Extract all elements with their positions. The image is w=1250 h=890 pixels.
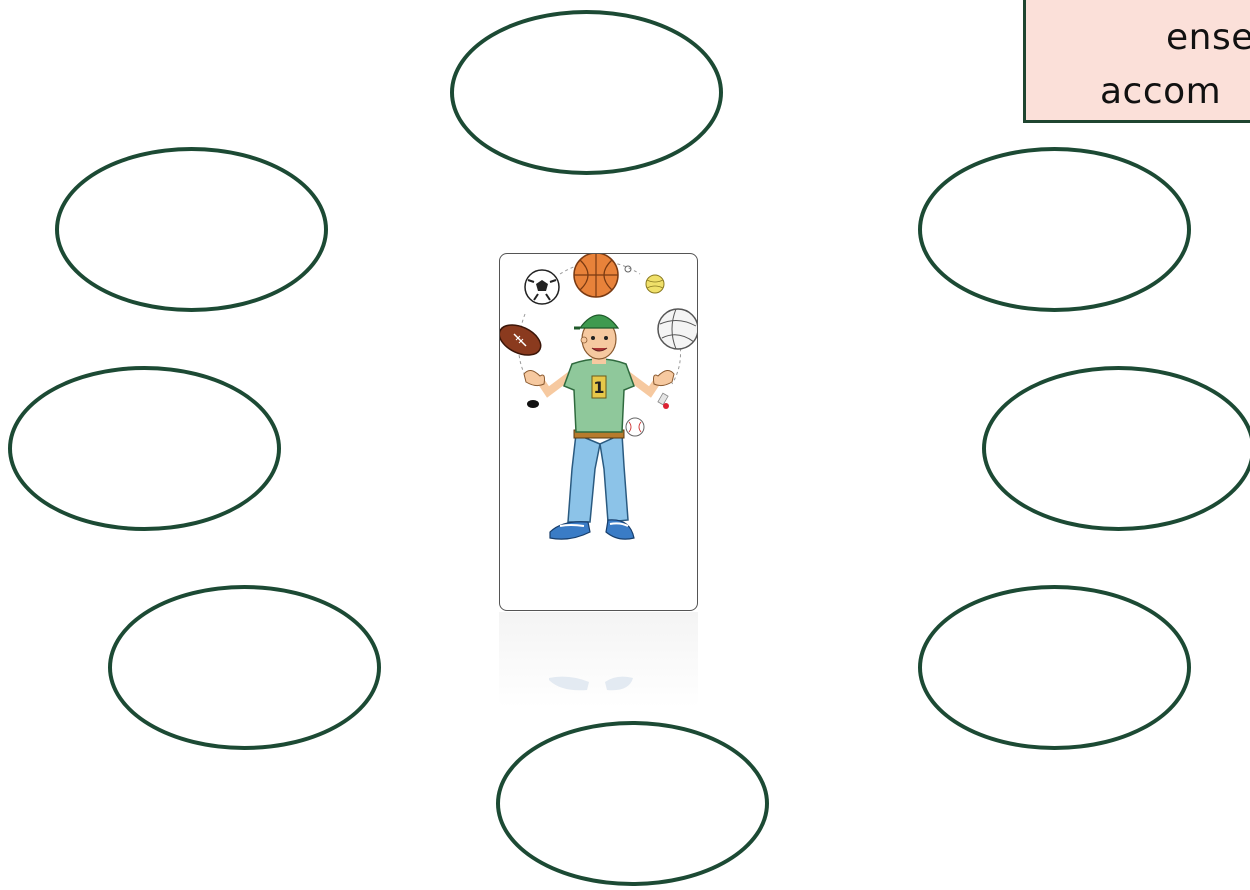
american-football-icon	[500, 319, 545, 361]
oval-upper-left	[55, 147, 328, 312]
note-line-1: ense	[1166, 17, 1250, 58]
basketball-icon	[574, 254, 618, 297]
oval-upper-right	[918, 147, 1191, 312]
illustration-card: 1	[499, 253, 698, 611]
volleyball-icon	[658, 309, 698, 349]
oval-top	[450, 10, 723, 175]
oval-lower-right	[918, 585, 1191, 750]
note-box: ense accom	[1023, 0, 1250, 123]
oval-bottom	[496, 721, 769, 886]
tennis-ball-icon	[646, 275, 664, 293]
oval-middle-right	[982, 366, 1250, 531]
soccer-ball-icon	[525, 270, 559, 304]
boy-figure: 1	[524, 315, 674, 539]
shirt-number: 1	[593, 378, 604, 397]
juggling-sports-balls-boy-icon: 1	[500, 254, 698, 611]
oval-lower-left	[108, 585, 381, 750]
shuttlecock-icon	[658, 393, 669, 409]
baseball-icon	[626, 418, 644, 436]
card-reflection	[499, 612, 698, 708]
oval-middle-left	[8, 366, 281, 531]
note-line-2: accom	[1100, 71, 1221, 112]
hockey-puck-icon	[527, 400, 539, 408]
